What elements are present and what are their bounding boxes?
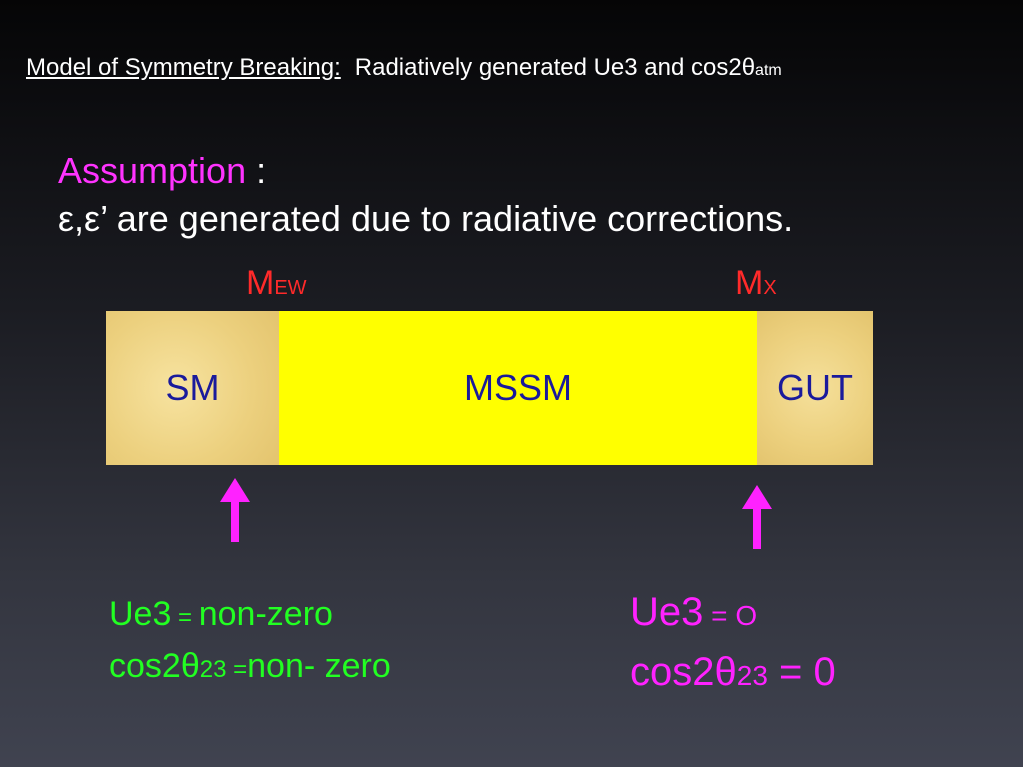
- scale-ew-sub: EW: [274, 277, 307, 299]
- gut-cos-label: cos2θ: [630, 650, 737, 694]
- ew-ue3-label: Ue3: [109, 595, 172, 633]
- gut-ue3-equals: =: [703, 600, 736, 631]
- assumption-statement: ε,ε’ are generated due to radiative corr…: [58, 198, 794, 239]
- assumption-colon: :: [246, 150, 267, 191]
- assumption-heading: Assumption :: [58, 150, 266, 192]
- slide-title: Model of Symmetry Breaking: Radiatively g…: [26, 54, 782, 82]
- segment-gut: GUT: [757, 311, 873, 465]
- segment-sm-label: SM: [165, 367, 220, 408]
- ew-cos-equals: =: [226, 656, 248, 683]
- scale-label-ew: MEW: [246, 264, 307, 303]
- scale-ew-main: M: [246, 264, 275, 302]
- assumption-label: Assumption: [58, 150, 247, 191]
- ew-cos-label: cos2θ: [109, 647, 200, 685]
- ew-cos-value: non- zero: [247, 647, 391, 685]
- ew-ue3-equals: =: [171, 604, 199, 631]
- ew-ue3-value: non-zero: [198, 595, 333, 633]
- title-rest: Radiatively generated Ue3 and cos2θ: [354, 54, 756, 81]
- scale-label-x: MX: [735, 264, 777, 303]
- segment-sm: SM: [106, 311, 279, 465]
- arrow-up-x-icon: [742, 485, 772, 549]
- energy-scale-bar: SM MSSM GUT: [106, 311, 873, 465]
- gut-scale-note: Ue3 = O cos2θ23 = 0: [630, 584, 836, 704]
- segment-mssm: MSSM: [279, 311, 757, 465]
- ew-cos-sub: 23: [199, 656, 227, 683]
- ew-note-line-2: cos2θ23 =non- zero: [109, 642, 391, 694]
- scale-x-main: M: [735, 264, 764, 302]
- title-underlined: Model of Symmetry Breaking:: [26, 54, 341, 81]
- gut-cos-sub: 23: [736, 660, 768, 691]
- gut-note-line-1: Ue3 = O: [630, 584, 836, 644]
- ew-scale-note: Ue3 = non-zero cos2θ23 =non- zero: [109, 590, 391, 694]
- segment-gut-label: GUT: [777, 367, 853, 408]
- title-sub: atm: [755, 62, 782, 79]
- scale-x-sub: X: [763, 277, 777, 299]
- gut-ue3-label: Ue3: [630, 590, 704, 634]
- segment-mssm-label: MSSM: [464, 367, 572, 408]
- ew-note-line-1: Ue3 = non-zero: [109, 590, 391, 642]
- gut-cos-value: 0: [813, 650, 836, 694]
- gut-cos-equals: =: [767, 650, 814, 694]
- arrow-up-ew-icon: [220, 478, 250, 542]
- gut-ue3-value: O: [735, 600, 758, 631]
- gut-note-line-2: cos2θ23 = 0: [630, 644, 836, 704]
